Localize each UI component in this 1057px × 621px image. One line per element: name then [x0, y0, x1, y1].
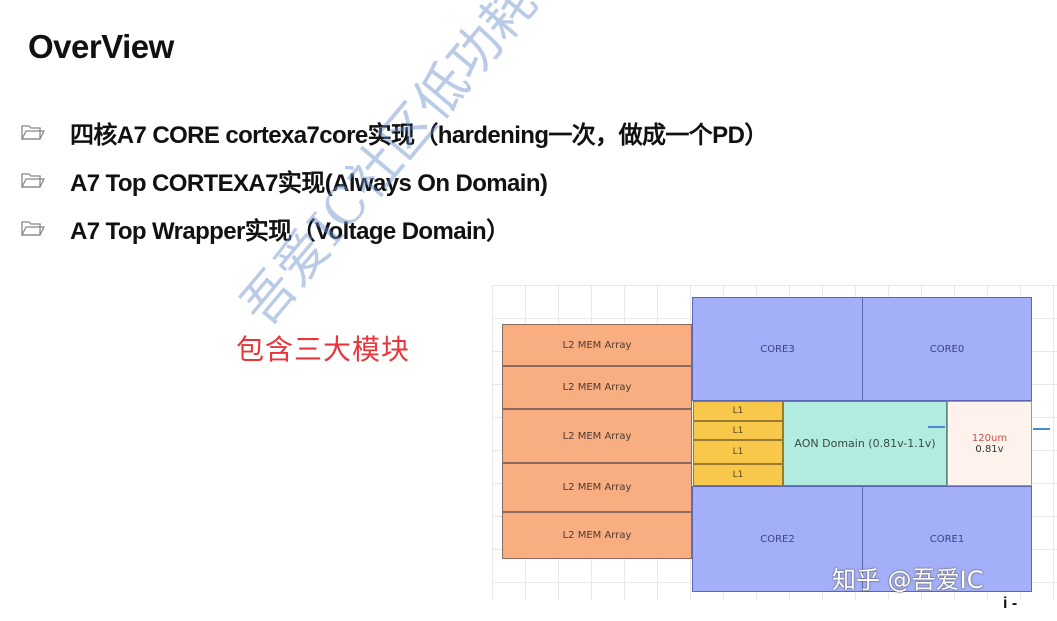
zhihu-watermark: 知乎 @吾爱IC — [832, 566, 984, 594]
folder-icon — [20, 171, 46, 189]
bullet-item: A7 Top CORTEXA7实现(Always On Domain) — [20, 156, 768, 204]
l1-block: L1 — [693, 401, 783, 421]
callout-text: 包含三大模块 — [236, 333, 411, 366]
l2-mem-block: L2 MEM Array — [502, 366, 692, 409]
arrow-right-icon — [928, 426, 945, 428]
arrow-left-icon — [1033, 428, 1050, 430]
bullet-text: 四核A7 CORE cortexa7core实现（hardening一次，做成一… — [70, 121, 768, 149]
l2-mem-block: L2 MEM Array — [502, 324, 692, 366]
voltage-label: 0.81v — [975, 443, 1004, 455]
bullet-item: A7 Top Wrapper实现（Voltage Domain） — [20, 204, 768, 252]
bullet-text: A7 Top CORTEXA7实现(Always On Domain) — [70, 169, 548, 197]
l1-block: L1 — [693, 464, 783, 486]
l1-block: L1 — [693, 440, 783, 464]
width-label: 120um — [971, 432, 1008, 444]
l2-mem-block: L2 MEM Array — [502, 463, 692, 512]
core2-block: CORE2 — [692, 486, 863, 592]
bullet-text: A7 Top Wrapper实现（Voltage Domain） — [70, 217, 510, 245]
voltage-domain-block: 120um 0.81v — [947, 401, 1032, 486]
core0-block: CORE0 — [862, 297, 1032, 401]
l1-block: L1 — [693, 421, 783, 440]
folder-icon — [20, 123, 46, 141]
core3-block: CORE3 — [692, 297, 863, 401]
folder-icon — [20, 219, 46, 237]
l2-mem-block: L2 MEM Array — [502, 409, 692, 463]
bullet-item: 四核A7 CORE cortexa7core实现（hardening一次，做成一… — [20, 108, 768, 156]
core1-block: CORE1 — [862, 486, 1032, 592]
corner-marks: i - — [1003, 595, 1018, 612]
slide-title: OverView — [28, 28, 174, 65]
bullet-list: 四核A7 CORE cortexa7core实现（hardening一次，做成一… — [20, 108, 768, 252]
l2-mem-block: L2 MEM Array — [502, 512, 692, 559]
aon-domain-block: AON Domain (0.81v-1.1v) — [783, 401, 947, 486]
